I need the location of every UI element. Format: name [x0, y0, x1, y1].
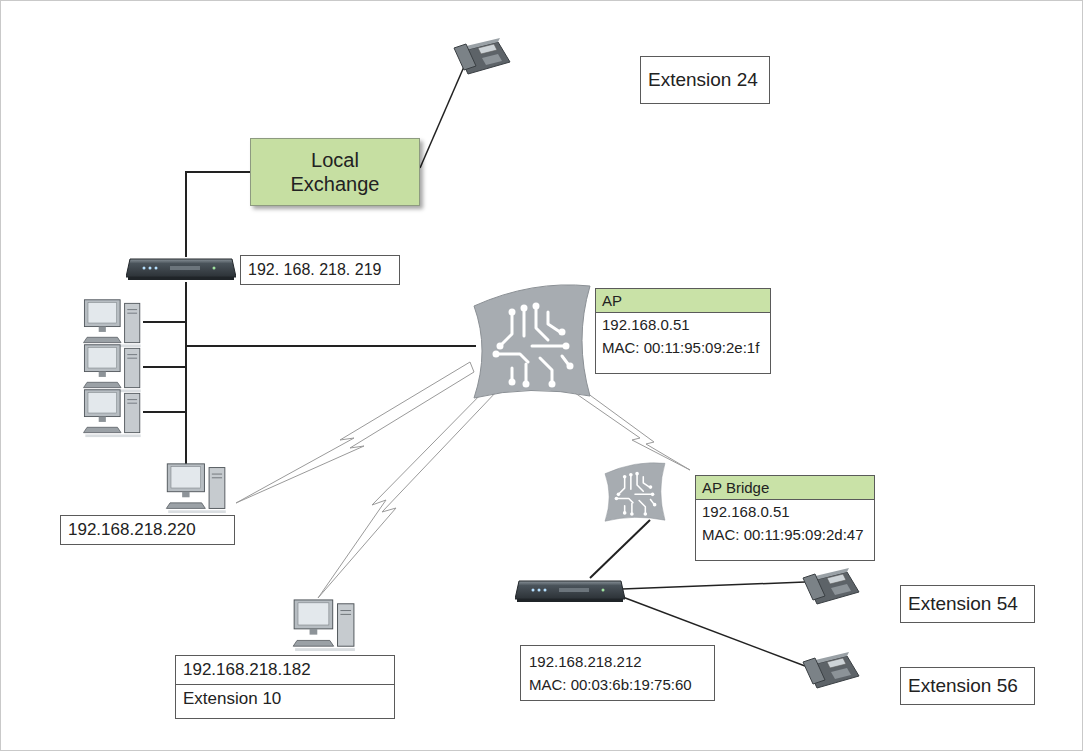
node-text: MAC: 00:03:6b:19:75:60	[521, 673, 714, 696]
node-text: 192.168.0.51	[596, 313, 770, 336]
phone-icon	[803, 568, 859, 604]
node-text: 192.168.218.182	[176, 656, 394, 684]
router-icon	[515, 581, 625, 602]
extension-label: Extension 24	[640, 56, 770, 104]
access-point-icon	[474, 285, 590, 398]
pc-icon	[166, 464, 225, 513]
device-label: 192.168.218.212MAC: 00:03:6b:19:75:60	[520, 645, 715, 701]
wires	[143, 62, 805, 666]
node-text: Extension 54	[908, 593, 1018, 615]
pc-icon	[84, 300, 141, 347]
ip-label: 192. 168. 218. 219	[240, 255, 400, 285]
node-text: 192.168.0.51	[696, 500, 874, 523]
node-text: Extension 56	[908, 675, 1018, 697]
node-text: Extension 10	[176, 684, 394, 713]
node-text: 192. 168. 218. 219	[248, 261, 381, 279]
node-text: Extension 24	[648, 69, 758, 91]
card-heading: AP Bridge	[696, 476, 874, 500]
pc-icon	[293, 600, 355, 651]
node-text: 192.168.218.212	[521, 650, 714, 673]
device-card: AP192.168.0.51MAC: 00:11:95:09:2e:1f	[595, 288, 771, 374]
node-text: MAC: 00:11:95:09:2e:1f	[596, 336, 770, 359]
extension-label: Extension 54	[900, 585, 1035, 623]
ip-label: 192.168.218.220	[60, 515, 235, 545]
card-heading: AP	[596, 289, 770, 313]
wireless-beams	[236, 362, 690, 598]
extension-label: Extension 56	[900, 667, 1035, 705]
exchange-box: Local Exchange	[250, 138, 420, 206]
device-label: 192.168.218.182Extension 10	[175, 655, 395, 719]
access-point-icon	[605, 463, 665, 521]
node-text: Local Exchange	[277, 148, 393, 196]
node-text: 192.168.218.220	[68, 520, 196, 540]
node-text: MAC: 00:11:95:09:2d:47	[696, 523, 874, 546]
pc-icon	[84, 345, 141, 392]
device-card: AP Bridge192.168.0.51MAC: 00:11:95:09:2d…	[695, 475, 875, 561]
phone-icon	[454, 38, 510, 74]
pc-icon	[84, 390, 141, 437]
router-icon	[126, 259, 236, 280]
phone-icon	[803, 652, 859, 688]
